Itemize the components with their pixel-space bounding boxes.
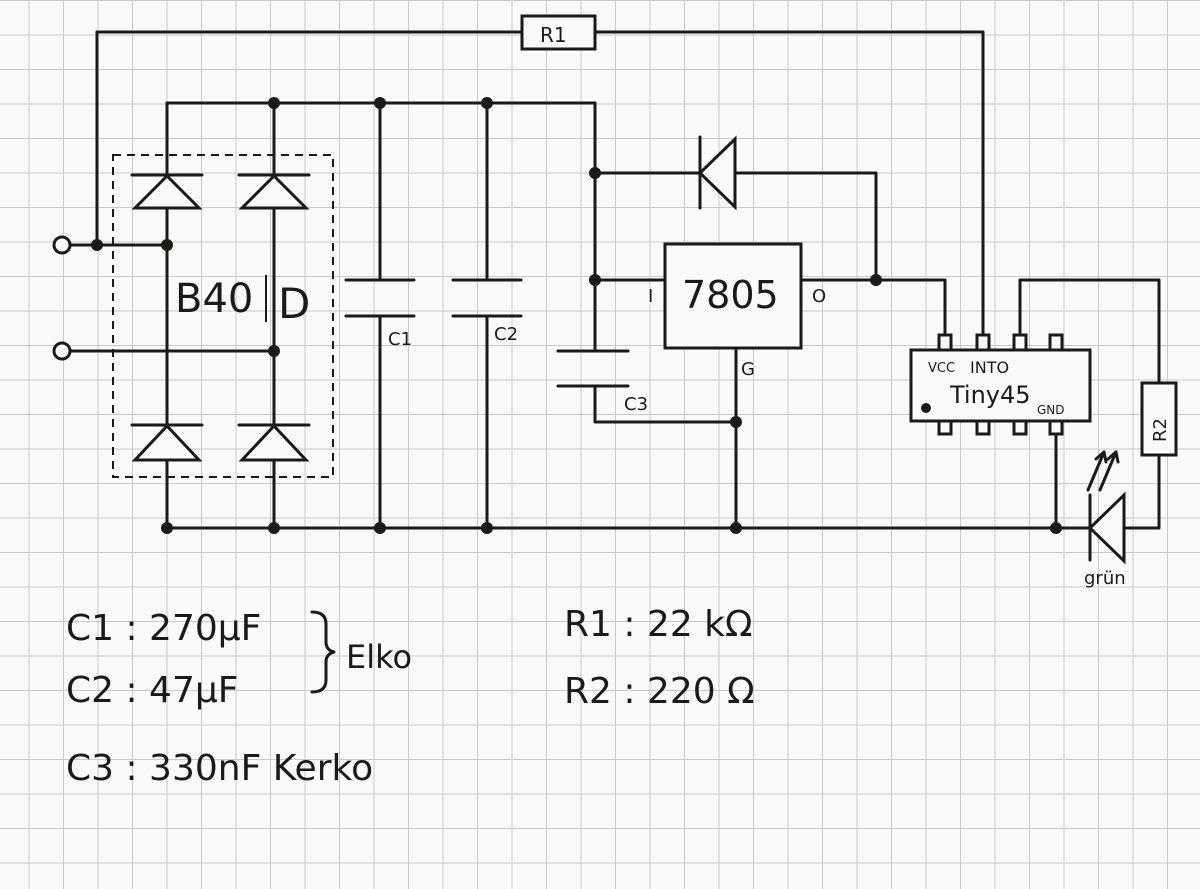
capacitor-c3: C3 (556, 349, 738, 424)
microcontroller-tiny45: VCC INTO Tiny45 GND (909, 333, 1092, 436)
legend-c3: C3 : 330nF Kerko (66, 748, 373, 789)
bridge-diode-top-left (130, 173, 204, 210)
voltage-regulator-7805: 7805 I O G (648, 242, 826, 380)
r2-label: R2 (1150, 418, 1171, 442)
junction-dots (91, 97, 1062, 534)
input-terminal-top[interactable] (52, 235, 72, 255)
bridge-diode-bottom-right (237, 423, 311, 462)
legend-c1: C1 : 270µF (66, 608, 261, 649)
led-color-label: grün (1084, 568, 1126, 589)
legend-elko: Elko (346, 638, 412, 676)
protection-diode (697, 135, 878, 282)
bridge-diode-bottom-left (130, 423, 204, 462)
bridge-diode-top-right (237, 173, 311, 210)
mcu-pin-vcc-label: VCC (928, 361, 955, 376)
legend-c2: C2 : 47µF (66, 670, 238, 711)
legend-r2: R2 : 220 Ω (564, 671, 755, 712)
resistor-r1: R1 (520, 14, 597, 51)
capacitor-c2: C2 (451, 101, 523, 530)
led-diode: grün (1084, 450, 1126, 589)
legend-r1: R1 : 22 kΩ (564, 604, 753, 645)
capacitor-c1: C1 (344, 101, 416, 530)
bridge-rectifier-outline (112, 154, 334, 478)
r1-wire (95, 30, 985, 337)
mcu-pin-gnd-label: GND (1037, 403, 1065, 417)
regulator-ground-label: G (741, 359, 755, 380)
component-legend: C1 : 270µF C2 : 47µF C3 : 330nF Kerko El… (66, 604, 755, 789)
c2-label: C2 (494, 324, 518, 345)
regulator-output-label: O (812, 286, 826, 307)
bridge-label-d: D (278, 279, 310, 328)
legend-brace (310, 610, 336, 694)
regulator-input-label: I (648, 286, 653, 307)
input-terminal-bottom[interactable] (52, 341, 72, 361)
r1-label: R1 (540, 23, 567, 47)
c1-label: C1 (388, 329, 412, 350)
regulator-label: 7805 (682, 273, 779, 317)
mcu-pin-int0-label: INTO (970, 358, 1009, 377)
mcu-name-label: Tiny45 (949, 381, 1031, 409)
resistor-r2: R2 (1140, 381, 1178, 457)
c3-label: C3 (624, 394, 648, 415)
bridge-label-b40: B40 (175, 276, 253, 322)
